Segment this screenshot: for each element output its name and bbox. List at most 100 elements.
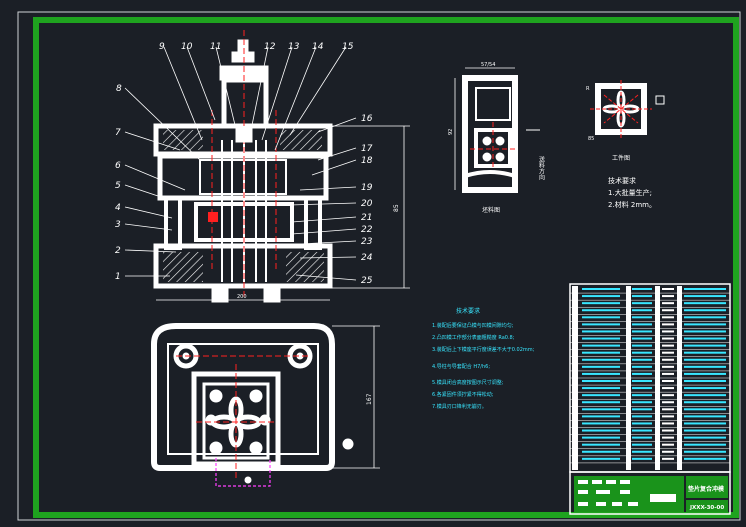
bom-cell-mark bbox=[684, 372, 726, 375]
bom-cell-mark bbox=[684, 365, 726, 368]
part-label: 9 bbox=[159, 42, 165, 52]
bom-cell-mark bbox=[632, 344, 652, 347]
part-label: 21 bbox=[361, 213, 372, 223]
bom-cell-mark bbox=[684, 429, 726, 432]
bom-cell-mark bbox=[662, 358, 674, 361]
bom-cell-mark bbox=[684, 457, 726, 460]
base-width-dim: 200 bbox=[237, 294, 247, 300]
bom-cell-mark bbox=[684, 330, 726, 333]
bom-cell-mark bbox=[684, 380, 726, 382]
bom-cell-mark bbox=[662, 450, 674, 453]
bom-cell-mark bbox=[662, 302, 674, 305]
bom-cell-mark bbox=[582, 394, 620, 397]
bom-cell-mark bbox=[582, 429, 620, 432]
bom-cell-mark bbox=[684, 415, 726, 418]
bom-cell-mark bbox=[662, 288, 674, 290]
bom-cell-mark bbox=[662, 408, 674, 411]
bom-cell-mark bbox=[582, 401, 620, 404]
workpiece-view bbox=[590, 80, 665, 140]
bom-cell-mark bbox=[632, 288, 652, 290]
plan-height-dimension bbox=[332, 325, 380, 469]
tech-req-line: 3.装配后上下模座平行度误差不大于0.02mm; bbox=[432, 346, 535, 353]
bom-cell-mark bbox=[582, 288, 620, 290]
bom-cell-mark bbox=[582, 323, 620, 326]
part-number-labels: 8 7 6 5 4 3 2 1 9 10 11 12 13 14 15 16 1… bbox=[115, 42, 373, 286]
plan-height-dim: 167 bbox=[366, 393, 373, 405]
bom-cell-mark bbox=[662, 422, 674, 425]
bom-cell-mark bbox=[632, 408, 652, 411]
bom-cell-mark bbox=[632, 422, 652, 425]
part-label: 2 bbox=[115, 246, 121, 256]
bom-cell-mark bbox=[582, 316, 620, 319]
part-label: 3 bbox=[115, 220, 121, 230]
bom-cell-mark bbox=[662, 443, 674, 446]
bom-cell-mark bbox=[662, 316, 674, 319]
bom-cell-mark bbox=[662, 351, 674, 354]
workpiece-notes-title: 技术要求 bbox=[608, 176, 636, 185]
bom-cell-mark bbox=[632, 295, 652, 298]
bom-cell-mark bbox=[632, 443, 652, 446]
bom-cell-mark bbox=[662, 295, 674, 298]
bom-cell-mark bbox=[632, 358, 652, 361]
bom-cell-mark bbox=[684, 344, 726, 347]
feed-direction-label: 送料方向 bbox=[538, 155, 545, 180]
bom-cell-mark bbox=[582, 422, 620, 425]
tech-req-title: 技术要求 bbox=[456, 307, 480, 315]
workpiece-dim-b: 85 bbox=[588, 136, 594, 142]
bom-cell-mark bbox=[662, 429, 674, 432]
bom-cell-mark bbox=[684, 422, 726, 425]
bom-cell-mark bbox=[582, 457, 620, 460]
bom-cell-mark bbox=[582, 372, 620, 375]
part-label: 23 bbox=[361, 237, 373, 247]
title-block: 垫片复合冲模 JXXX-30-00 bbox=[569, 471, 731, 515]
bom-cell-mark bbox=[632, 351, 652, 354]
bom-cell-mark bbox=[662, 401, 674, 404]
bom-cell-mark bbox=[662, 309, 674, 312]
blank-view-label: 坯料图 bbox=[482, 206, 500, 214]
bom-cell-mark bbox=[582, 436, 620, 439]
bom-cell-mark bbox=[582, 358, 620, 361]
part-label: 24 bbox=[361, 253, 373, 263]
bom-cell-mark bbox=[662, 323, 674, 326]
bom-cell-mark bbox=[582, 330, 620, 333]
part-label: 22 bbox=[361, 225, 373, 235]
front-section-view bbox=[153, 30, 333, 303]
tech-req-line: 2.凸凹模工作部分表面粗糙度 Ra0.8; bbox=[432, 334, 515, 341]
bom-cell-mark bbox=[662, 380, 674, 382]
bom-cell-mark bbox=[582, 450, 620, 453]
bom-cell-mark bbox=[632, 401, 652, 404]
overall-height-dim: 85 bbox=[393, 204, 400, 212]
bom-cell-mark bbox=[632, 330, 652, 333]
bom-cell-mark bbox=[684, 450, 726, 453]
tech-req-line: 4.导柱与导套配合 H7/h6; bbox=[432, 363, 490, 370]
bom-cell-mark bbox=[684, 351, 726, 354]
tech-req-line: 7.模具刃口锋利无崩刃。 bbox=[432, 403, 487, 410]
bom-cell-mark bbox=[632, 394, 652, 397]
part-label: 5 bbox=[115, 181, 121, 191]
strip-layout-view bbox=[454, 67, 518, 193]
bom-cell-mark bbox=[632, 337, 652, 340]
part-label: 13 bbox=[288, 42, 300, 52]
bom-cell-mark bbox=[684, 408, 726, 411]
part-label: 7 bbox=[115, 128, 121, 138]
bom-cell-mark bbox=[684, 387, 726, 390]
bom-cell-mark bbox=[684, 295, 726, 298]
part-label: 15 bbox=[342, 42, 354, 52]
tech-req-line: 1.装配后要保证凸模与凹模间隙均匀; bbox=[432, 322, 514, 329]
workpiece-view-label: 工件图 bbox=[612, 154, 630, 162]
bom-cell-mark bbox=[662, 457, 674, 460]
bom-cell-mark bbox=[662, 344, 674, 347]
drawing-frame bbox=[33, 17, 739, 518]
bom-cell-mark bbox=[684, 309, 726, 312]
part-label: 11 bbox=[210, 42, 221, 52]
bom-cell-mark bbox=[684, 316, 726, 319]
parts-list-table bbox=[569, 283, 731, 473]
bom-cell-mark bbox=[582, 415, 620, 418]
part-label: 6 bbox=[115, 161, 121, 171]
strip-height-dim: 92 bbox=[448, 129, 454, 135]
part-label: 20 bbox=[361, 199, 373, 209]
bom-cell-mark bbox=[582, 351, 620, 354]
bom-cell-mark bbox=[632, 429, 652, 432]
part-label: 18 bbox=[361, 156, 373, 166]
